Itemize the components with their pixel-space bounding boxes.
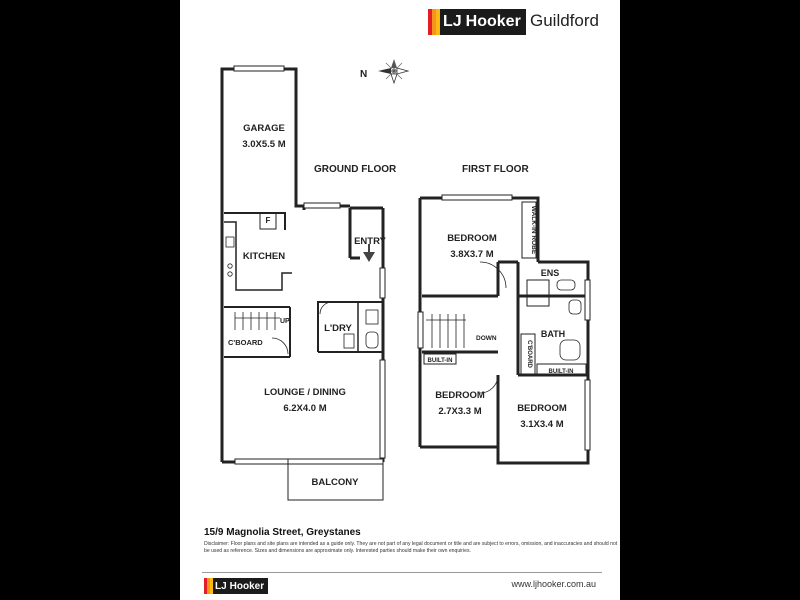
first-cboard-label: C'BOARD	[526, 340, 532, 368]
bedroom1-size: 3.8X3.7 M	[450, 249, 493, 260]
garage-window	[233, 65, 341, 209]
footer-logo-brand: Hooker	[229, 580, 265, 592]
entry-label: ENTRY	[354, 236, 387, 247]
office-name: Guildford	[530, 11, 599, 30]
ensuite-label: ENS	[541, 268, 560, 278]
ground-floor-title: GROUND FLOOR	[314, 164, 397, 175]
garage-label: GARAGE	[243, 123, 285, 134]
stairs-down-label: DOWN	[476, 335, 497, 342]
fridge-label: F	[266, 216, 271, 225]
compass-north-label: N	[360, 69, 367, 80]
logo-brand: Hooker	[465, 13, 521, 30]
ground-windows	[234, 267, 386, 465]
laundry-label: L'DRY	[324, 323, 352, 334]
balcony-label: BALCONY	[312, 477, 360, 488]
kitchen-label: KITCHEN	[243, 251, 285, 262]
first-floor-fittings	[423, 201, 587, 394]
floor-plan-diagram: N GROUND FLOOR FIRST FLOOR	[220, 59, 591, 501]
bedroom3-label: BEDROOM	[517, 403, 567, 414]
builtin-left-label: BUILT-IN	[428, 358, 453, 364]
floor-plan-sheet: LJ Hooker Guildford N GROUND FLOOR FIRST…	[180, 0, 620, 600]
kitchen-fittings	[224, 212, 292, 358]
logo-mark-icon	[428, 9, 440, 35]
disclaimer-text: Disclaimer: Floor plans and site plans a…	[204, 541, 618, 554]
laundry-walls	[317, 301, 383, 353]
bedroom3-size: 3.1X3.4 M	[520, 419, 563, 430]
bedroom2-label: BEDROOM	[435, 390, 485, 401]
lounge-label: LOUNGE / DINING	[264, 387, 346, 398]
website-link[interactable]: www.ljhooker.com.au	[511, 579, 596, 589]
lounge-size: 6.2X4.0 M	[283, 403, 326, 414]
first-floor-title: FIRST FLOOR	[462, 164, 529, 175]
footer-logo-mark-icon	[204, 578, 213, 594]
bedroom2-size: 2.7X3.3 M	[438, 406, 481, 417]
ground-cboard-label: C'BOARD	[228, 338, 263, 347]
walk-in-robe-label: WALK-IN ROBE	[530, 206, 537, 255]
bedroom1-label: BEDROOM	[447, 233, 497, 244]
first-windows	[417, 194, 591, 451]
footer-lj-hooker-logo: LJ Hooker	[204, 578, 269, 594]
property-address: 15/9 Magnolia Street, Greystanes	[204, 527, 361, 538]
footer-logo-prefix: LJ	[215, 580, 227, 592]
balcony-outline	[287, 458, 384, 501]
compass-icon	[378, 59, 410, 85]
stairs-up-label: UP	[280, 318, 290, 325]
logo-prefix: LJ	[443, 13, 462, 30]
entry-arrow-icon	[363, 244, 375, 262]
footer-divider	[202, 572, 602, 573]
builtin-right-label: BUILT-IN	[549, 369, 574, 375]
bath-label: BATH	[541, 329, 565, 339]
lj-hooker-logo: LJ Hooker	[428, 9, 526, 35]
garage-size: 3.0X5.5 M	[242, 139, 285, 150]
